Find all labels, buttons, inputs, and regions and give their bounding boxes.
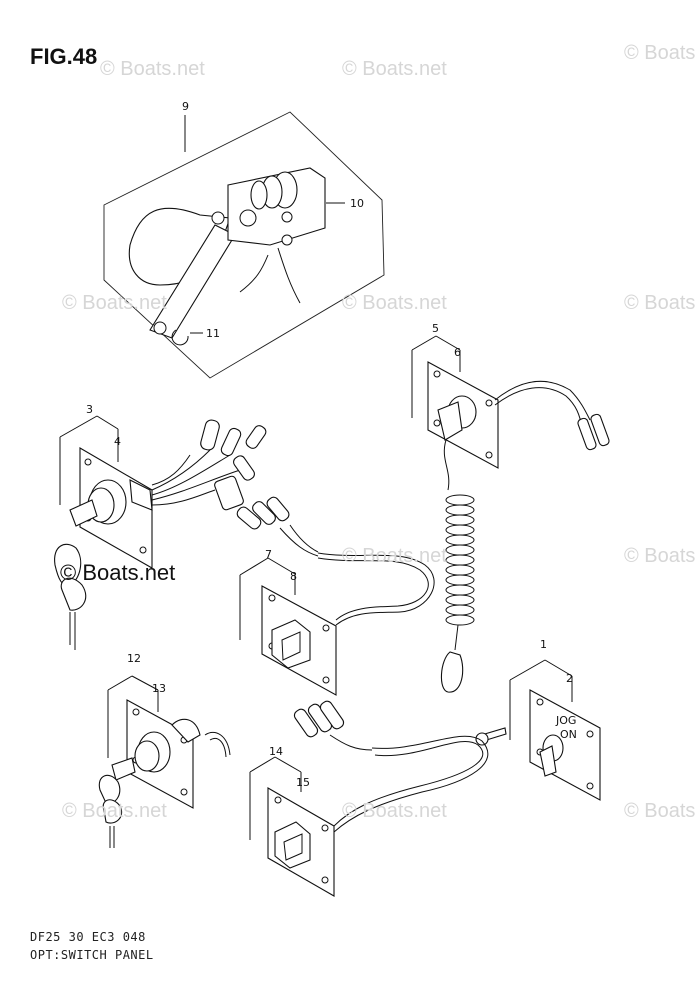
switch-label-on: ON: [560, 728, 577, 741]
figure-title: FIG.48: [30, 44, 98, 69]
trim-switch-panel-assembly: [239, 552, 435, 696]
switch-panel-2: [529, 689, 601, 801]
ignition-key: [69, 499, 98, 527]
callout-6: 6: [454, 346, 461, 359]
key-switch-assembly-2: [98, 675, 231, 848]
callout-12: 12: [127, 652, 141, 665]
watermark: © Boats.net: [100, 58, 205, 80]
callout-11: 11: [206, 327, 220, 340]
callout-15: 15: [296, 776, 310, 789]
callout-8: 8: [290, 570, 297, 583]
lanyard-clip: [440, 651, 464, 693]
callout-9: 9: [182, 100, 189, 113]
callout-13: 13: [152, 682, 166, 695]
assembly-box-9: [103, 111, 385, 379]
callout-7: 7: [265, 548, 272, 561]
watermark: © Boats.net: [342, 292, 447, 314]
callout-14: 14: [269, 745, 283, 758]
watermark: © Boats.net: [624, 800, 695, 822]
callout-5: 5: [432, 322, 439, 335]
callout-3: 3: [86, 403, 93, 416]
watermark: © Boats.net: [342, 545, 447, 567]
circlip-11: [171, 329, 189, 346]
callout-10: 10: [350, 197, 364, 210]
remote-control-lever-assembly: [103, 111, 385, 379]
watermark: © Boats.net: [624, 292, 695, 314]
watermark: © Boats.net: [342, 800, 447, 822]
watermark: © Boats.net: [342, 58, 447, 80]
switch-label-jog: JOG: [555, 714, 576, 727]
watermark: © Boats.net: [62, 800, 167, 822]
watermark: © Boats.net: [624, 42, 695, 64]
figure-caption: OPT:SWITCH PANEL: [30, 948, 154, 962]
jog-switch-assembly: JOG ON: [475, 659, 601, 801]
watermark: © Boats.net: [624, 545, 695, 567]
callout-2: 2: [566, 672, 573, 685]
switch-panel-assembly-15: [249, 700, 489, 897]
lanyard-coil: [445, 494, 475, 626]
figure-code: DF25 30 EC3 048: [30, 930, 146, 944]
callout-1: 1: [540, 638, 547, 651]
callout-4: 4: [114, 435, 121, 448]
watermark: © Boats.net: [62, 292, 167, 314]
stop-switch-assembly: [411, 335, 610, 693]
watermark-dark: © Boats.net: [60, 560, 176, 585]
key-switch-panel-assembly: [54, 415, 319, 650]
